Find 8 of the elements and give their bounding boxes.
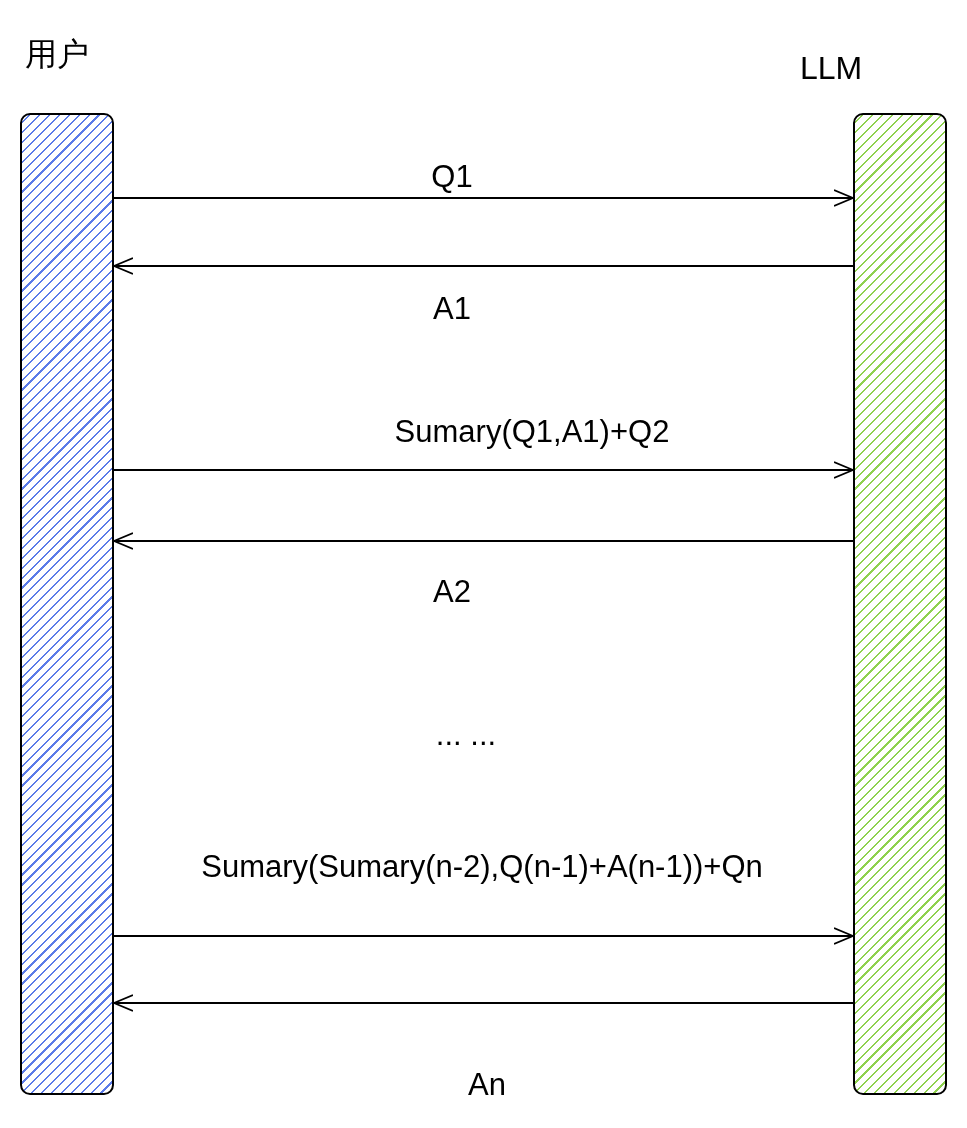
arrow [113, 532, 854, 550]
arrow [113, 461, 854, 479]
arrow [113, 257, 854, 275]
arrow [113, 994, 854, 1012]
participant-label: 用户 [25, 35, 89, 74]
participant-label: LLM [800, 50, 863, 87]
arrow [113, 927, 854, 945]
arrow [113, 189, 854, 207]
